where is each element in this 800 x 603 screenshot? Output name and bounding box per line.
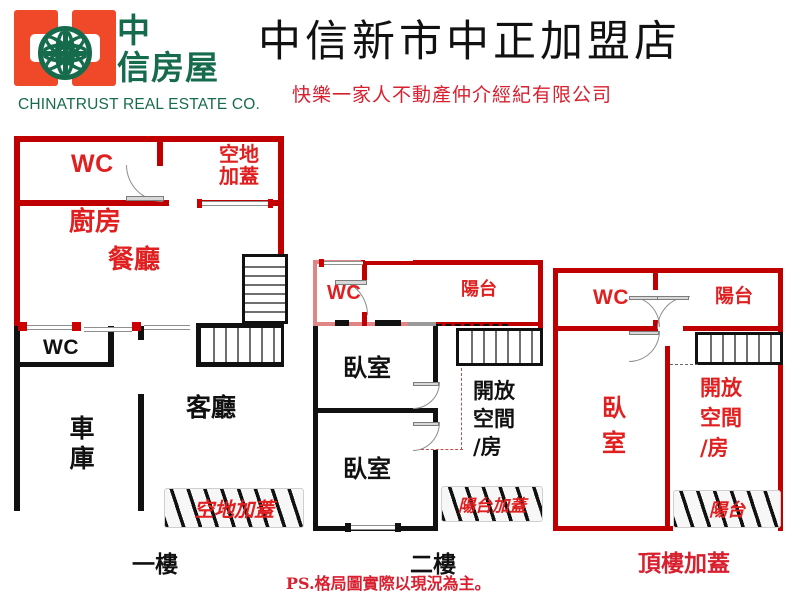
header: 中 信房屋 CHINATRUST REAL ESTATE CO. 中信新市中正加… — [0, 0, 800, 125]
wall — [433, 326, 438, 382]
room-label-bedroom-1: 臥室 — [343, 353, 391, 382]
wall — [778, 268, 783, 531]
window-cap — [319, 259, 324, 267]
wall — [408, 322, 436, 326]
staircase — [198, 325, 284, 365]
wall — [553, 268, 783, 273]
logo-chinese-name: 中 信房屋 — [117, 12, 257, 88]
wall — [14, 136, 284, 142]
window — [349, 525, 397, 530]
window — [199, 201, 269, 206]
window — [144, 325, 190, 330]
wall — [553, 526, 673, 531]
wall — [313, 322, 408, 326]
window-cap — [132, 322, 141, 331]
window-cap — [345, 523, 351, 532]
open-space-boundary — [461, 368, 462, 450]
wall — [362, 312, 367, 326]
page-title: 中信新市中正加盟店 — [258, 17, 681, 67]
room-label-kitchen: 廚房 — [69, 207, 122, 237]
wall — [138, 394, 144, 511]
company-logo: 中 信房屋 CHINATRUST REAL ESTATE CO. — [12, 8, 260, 116]
open-space-boundary — [421, 449, 463, 450]
floor-caption-2: 二樓 — [410, 551, 456, 578]
wall — [683, 326, 783, 331]
window-cap — [18, 322, 27, 331]
logo-english-name: CHINATRUST REAL ESTATE CO. — [18, 96, 261, 113]
window-cap — [268, 199, 273, 208]
room-label-garage: 車 庫 — [69, 414, 95, 473]
room-label-balcony: 陽台 — [715, 285, 754, 307]
disclaimer-note: PS.格局圖實際以現況為主。 — [286, 574, 491, 593]
room-label-open-land-upper: 空地 加蓋 — [219, 142, 259, 188]
room-label-balcony: 陽台 — [461, 279, 497, 300]
wall-marker — [375, 320, 401, 326]
room-label-wc-lower: WC — [43, 336, 79, 359]
staircase — [242, 254, 288, 324]
staircase — [695, 332, 783, 365]
boundary-dashed — [670, 364, 698, 365]
floor-caption-1: 一樓 — [132, 551, 178, 578]
wall — [14, 362, 114, 367]
wall — [553, 326, 655, 331]
room-label-open-space: 開放 空間 /房 — [473, 378, 515, 459]
logo-cn-line1: 中 — [117, 11, 151, 50]
floor-plan-2: 陽台加蓋 WC 陽台 臥室 臥室 開放 空間 /房 二樓 — [313, 259, 543, 578]
room-label-wc: WC — [327, 282, 362, 304]
wall — [433, 450, 438, 531]
window — [321, 261, 363, 265]
globe-icon — [38, 26, 92, 80]
wall — [553, 268, 558, 531]
wall — [313, 326, 318, 531]
boundary-dashed — [436, 324, 508, 326]
room-label-bedroom: 臥 室 — [602, 393, 626, 457]
floor-plan-1: 空地加蓋 WC 空地 加蓋 廚房 餐廳 WC 車 庫 客廳 一樓 — [14, 136, 304, 578]
wall — [361, 260, 365, 264]
window-cap — [72, 322, 81, 331]
window — [84, 327, 132, 332]
wall — [14, 200, 169, 206]
logo-cn-line2: 信房屋 — [117, 48, 219, 87]
room-label-dining: 餐廳 — [108, 245, 161, 275]
wall — [313, 408, 435, 413]
wall — [413, 260, 543, 265]
logo-mark-icon — [12, 8, 122, 88]
wall — [108, 326, 114, 366]
hatched-area-balcony: 陽台加蓋 — [441, 486, 543, 522]
wall — [14, 136, 20, 326]
wall — [653, 268, 658, 290]
wall — [538, 260, 543, 328]
hatched-area-open-land: 空地加蓋 — [164, 488, 304, 528]
room-label-open-space: 開放 空間 /房 — [700, 375, 742, 460]
hatched-area-balcony: 陽台 — [673, 490, 781, 528]
wall — [665, 346, 670, 531]
wall — [138, 326, 144, 340]
wall-marker — [335, 320, 349, 326]
room-label-bedroom-2: 臥室 — [343, 454, 391, 483]
wall — [313, 260, 317, 326]
floor-caption-3: 頂樓加蓋 — [638, 550, 730, 577]
floor-plan-3: 陽台 WC 陽台 臥 室 開放 空間 /房 頂樓加蓋 — [553, 268, 785, 577]
staircase — [456, 328, 543, 366]
wall — [361, 261, 413, 265]
room-label-living: 客廳 — [186, 393, 237, 422]
wall — [362, 265, 367, 283]
room-label-wc-upper: WC — [71, 150, 114, 178]
room-label-wc: WC — [593, 286, 629, 309]
wall — [14, 326, 20, 511]
window-cap — [197, 199, 202, 208]
window — [22, 325, 74, 330]
wall — [278, 136, 284, 326]
window-cap — [395, 523, 401, 532]
wall — [433, 408, 438, 422]
page-subtitle: 快樂一家人不動產仲介經紀有限公司 — [292, 84, 613, 106]
wall — [157, 136, 163, 166]
